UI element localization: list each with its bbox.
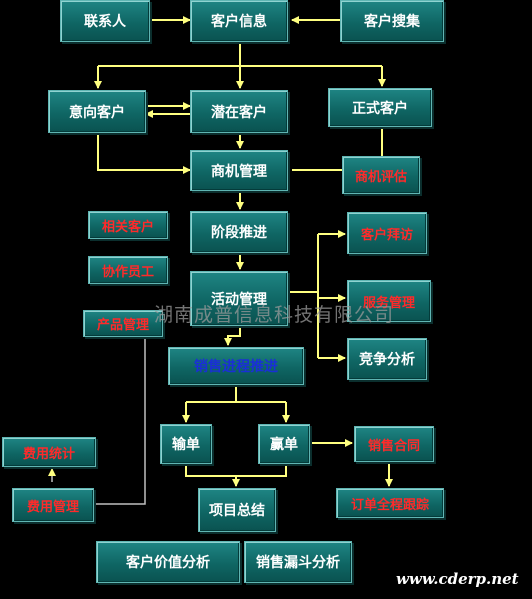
node-zhengshikehu: 正式客户: [328, 88, 432, 127]
node-label: 商机管理: [211, 163, 267, 180]
node-label: 客户价值分析: [126, 555, 210, 571]
node-yixiangkehu: 意向客户: [48, 90, 146, 133]
node-kehusouji: 客户搜集: [340, 0, 444, 42]
node-label: 客户拜访: [360, 227, 413, 243]
website-url: www.cderp.net: [396, 570, 519, 588]
node-label: 相关客户: [101, 219, 154, 235]
node-yingdan: 赢单: [258, 424, 310, 464]
node-label: 协作员工: [101, 264, 154, 280]
node-dingdanquanchenggenzong: 订单全程跟踪: [336, 488, 444, 518]
node-xiaoshouhetong: 销售合同: [354, 426, 434, 462]
node-fuwuguanli: 服务管理: [347, 280, 431, 322]
node-feiyongtongji: 费用统计: [2, 437, 96, 467]
node-label: 阶段推进: [211, 225, 267, 241]
node-jieduantuijin: 阶段推进: [190, 211, 288, 253]
node-label: 订单全程跟踪: [350, 497, 429, 513]
node-kehubaifang: 客户拜访: [347, 212, 427, 254]
node-label: 输单: [172, 437, 200, 453]
node-chanpinguanli: 产品管理: [83, 310, 163, 337]
node-label: 竞争分析: [359, 352, 415, 368]
node-label: 活动管理: [211, 291, 267, 308]
node-xiangmuzongjie: 项目总结: [198, 488, 276, 532]
watermark-text: 湖南成普信息科技有限公司: [153, 304, 394, 326]
node-label: 销售漏斗分析: [256, 555, 340, 571]
node-kehuxinxi: 客户信息: [190, 0, 288, 42]
node-xiaoshoujinchengtuijin: 销售进程推进: [168, 347, 304, 385]
node-qianzaikehu: 潜在客户: [190, 90, 288, 133]
node-label: 客户信息: [211, 14, 267, 30]
node-label: 正式客户: [352, 100, 408, 117]
node-label: 销售合同: [367, 438, 420, 454]
node-label: 费用统计: [22, 446, 75, 462]
node-label: 产品管理: [96, 318, 149, 333]
node-feiyongguanli: 费用管理: [12, 488, 94, 522]
node-kehujiazhifenxi: 客户价值分析: [96, 541, 240, 583]
node-label: 费用管理: [26, 499, 79, 515]
node-label: 赢单: [270, 437, 298, 453]
node-xiezuoyuangong: 协作员工: [88, 256, 168, 284]
node-label: 联系人: [84, 14, 126, 30]
node-shangjiguanli: 商机管理: [190, 150, 288, 191]
node-label: 意向客户: [69, 104, 125, 121]
node-xiangguankehu: 相关客户: [88, 211, 168, 239]
node-label: 商机评估: [354, 169, 407, 185]
node-lianxiren: 联系人: [60, 0, 150, 42]
node-label: 项目总结: [209, 503, 265, 519]
node-jingzhengfenxi: 竞争分析: [347, 338, 427, 380]
node-shudan: 输单: [160, 424, 212, 464]
node-label: 服务管理: [362, 295, 415, 311]
node-huodongguanli: 活动管理: [190, 271, 288, 326]
node-shangjipinggu: 商机评估: [342, 156, 420, 194]
node-label: 客户搜集: [364, 14, 420, 30]
node-label: 销售进程推进: [194, 359, 278, 375]
node-label: 潜在客户: [211, 104, 267, 121]
node-xiaoshouloudoufenxi: 销售漏斗分析: [244, 541, 352, 583]
